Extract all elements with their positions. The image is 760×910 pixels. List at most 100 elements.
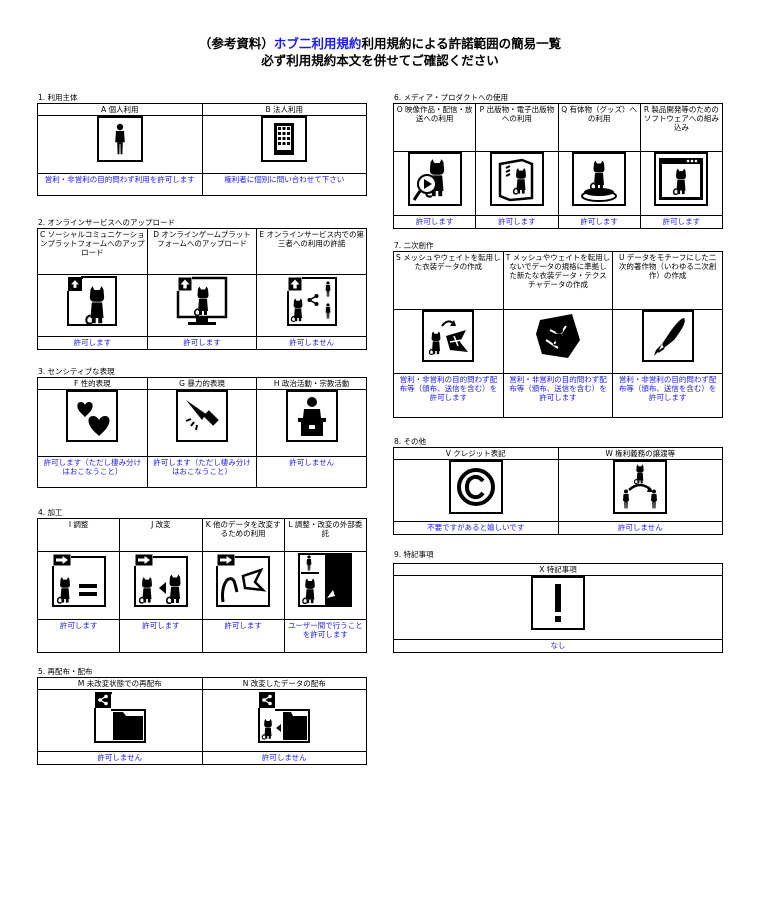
column-header: E オンラインサービス内での第三者への利用の許諾 — [256, 228, 367, 275]
goods-icon — [572, 152, 627, 206]
status-text: 許可します — [146, 336, 258, 350]
icon-cell — [557, 459, 723, 522]
status-text: 許可します（ただし棲み分けはおこなうこと） — [146, 456, 258, 488]
status-text: 許可します — [201, 619, 285, 653]
transfer-rights-icon — [613, 460, 668, 514]
hearts-icon — [66, 390, 119, 442]
status-text: 営利・非営利の目的問わず配布等（頒布、送信を含む）を許可します — [393, 373, 504, 418]
column-header: K 他のデータを改変するための利用 — [201, 518, 285, 552]
column-header: B 法人利用 — [201, 103, 367, 116]
outsource-icon — [297, 552, 354, 608]
video-icon — [407, 152, 462, 206]
icon-cell — [201, 551, 285, 620]
upload-social-icon — [66, 275, 119, 327]
status-text: 許可しません — [557, 521, 723, 535]
icon-cell — [37, 389, 148, 457]
section-upload: 2. オンラインサービスへのアップロード C ソーシャルコミュニケーションプラッ… — [37, 218, 367, 350]
status-text: 許可します — [392, 215, 477, 229]
permission-table: C ソーシャルコミュニケーションプラットフォームへのアップロード D オンライン… — [37, 228, 367, 350]
section-label: 2. オンラインサービスへのアップロード — [38, 218, 176, 227]
section-media: 6. メディア・プロダクトへの使用 O 映像作品・配信・放送への利用 P 出版物… — [392, 93, 724, 229]
permission-table: X 特記事項 なし — [393, 563, 723, 653]
column-header: A 個人利用 — [37, 103, 203, 116]
column-header: F 性的表現 — [37, 377, 148, 390]
status-text: 許可します — [475, 215, 559, 229]
status-text: 権利者に個別に問い合わせて下さい — [201, 173, 367, 196]
software-icon — [654, 152, 709, 206]
column-header: G 暴力的表現 — [146, 377, 258, 390]
icon-cell — [37, 274, 148, 337]
column-header: V クレジット表記 — [393, 447, 559, 460]
pen-icon — [641, 310, 694, 362]
title-prefix: （参考資料） — [198, 36, 274, 51]
column-header: P 出版物・電子出版物への利用 — [475, 103, 559, 152]
adjust-icon — [50, 552, 107, 608]
icon-cell — [392, 151, 477, 216]
section-other: 8. その他 V クレジット表記 W 権利義務の譲渡等 — [393, 437, 723, 535]
column-header: J 改変 — [119, 518, 203, 552]
column-header: D オンラインゲームプラットフォームへのアップロード — [146, 228, 258, 275]
icon-cell — [36, 551, 121, 620]
icon-cell — [393, 575, 723, 640]
exclamation-icon — [531, 576, 585, 630]
column-header: Q 有体物（グッズ）への利用 — [557, 103, 641, 152]
column-header: L 調整・改変の外部委託 — [283, 518, 368, 552]
redistribute-icon — [92, 690, 147, 744]
section-label: 5. 再配布・配布 — [38, 667, 93, 676]
status-text: 許可しません — [256, 456, 367, 488]
icon-cell — [146, 389, 258, 457]
icon-cell — [201, 115, 367, 174]
icon-cell — [201, 689, 367, 752]
icon-cell — [502, 309, 614, 374]
status-text: 許可しません — [201, 751, 367, 765]
icon-cell — [146, 274, 258, 337]
use-for-other-icon — [215, 552, 272, 608]
icon-cell — [475, 151, 559, 216]
icon-cell — [612, 309, 723, 374]
status-text: 許可しません — [256, 336, 367, 350]
knife-icon — [175, 390, 228, 442]
page-subtitle: 必ず利用規約本文を併せてご確認ください — [261, 53, 499, 68]
permission-table: V クレジット表記 W 権利義務の譲渡等 — [393, 447, 723, 535]
status-text: 許可します — [557, 215, 641, 229]
column-header: S メッシュやウェイトを転用した衣装データの作成 — [393, 251, 504, 310]
status-text: ユーザー間で行うことを許可します — [283, 619, 368, 653]
terms-link[interactable]: ホブ二利用規約 — [273, 36, 362, 51]
section-label: 4. 加工 — [38, 508, 63, 517]
new-outfit-icon — [531, 310, 584, 362]
column-header: X 特記事項 — [393, 563, 723, 576]
icon-cell — [639, 151, 724, 216]
icon-cell — [283, 551, 368, 620]
section-sensitive: 3. センシティブな表現 F 性的表現 G 暴力的表現 H 政治活動・宗教活動 — [37, 367, 367, 488]
column-header: C ソーシャルコミュニケーションプラットフォームへのアップロード — [37, 228, 148, 275]
column-header: H 政治活動・宗教活動 — [256, 377, 367, 390]
page-title: （参考資料）ホブ二利用規約利用規約による許諾範囲の簡易一覧 — [0, 33, 760, 52]
status-text: 営利・非営利の目的問わず配布等（頒布、送信を含む）を許可します — [612, 373, 723, 418]
title-suffix: 利用規約による許諾範囲の簡易一覧 — [361, 36, 562, 51]
icon-cell — [37, 115, 203, 174]
icon-cell — [256, 274, 367, 337]
status-text: 許可します — [37, 336, 148, 350]
status-text: 許可しません — [37, 751, 203, 765]
section-label: 1. 利用主体 — [38, 93, 78, 102]
icon-cell — [393, 459, 559, 522]
section-user: 1. 利用主体 A 個人利用 B 法人利用 — [37, 93, 367, 196]
upload-game-icon — [175, 275, 228, 327]
permission-table: F 性的表現 G 暴力的表現 H 政治活動・宗教活動 — [37, 377, 367, 488]
status-text: なし — [393, 639, 723, 653]
permission-table: M 未改変状態での再配布 N 改変したデータの配布 — [37, 677, 367, 765]
column-header: T メッシュやウェイトを転用しないでデータの規格に準拠した新たな衣装データ・テク… — [502, 251, 614, 310]
icon-cell — [37, 689, 203, 752]
icon-cell — [256, 389, 367, 457]
section-label: 6. メディア・プロダクトへの使用 — [394, 93, 509, 102]
section-label: 7. 二次創作 — [394, 241, 434, 250]
icon-cell — [393, 309, 504, 374]
column-header: W 権利義務の譲渡等 — [557, 447, 723, 460]
status-text: 不要ですがあると嬉しいです — [393, 521, 559, 535]
column-header: R 製品開発等のためのソフトウェアへの組み込み — [639, 103, 724, 152]
section-derivative: 7. 二次創作 S メッシュやウェイトを転用した衣装データの作成 T メッシュや… — [393, 241, 723, 418]
person-icon — [96, 116, 143, 162]
column-header: I 調整 — [36, 518, 121, 552]
status-text: 営利・非営利の目的問わず配布等（頒布、送信を含む）を許可します — [502, 373, 614, 418]
building-icon — [261, 116, 308, 162]
